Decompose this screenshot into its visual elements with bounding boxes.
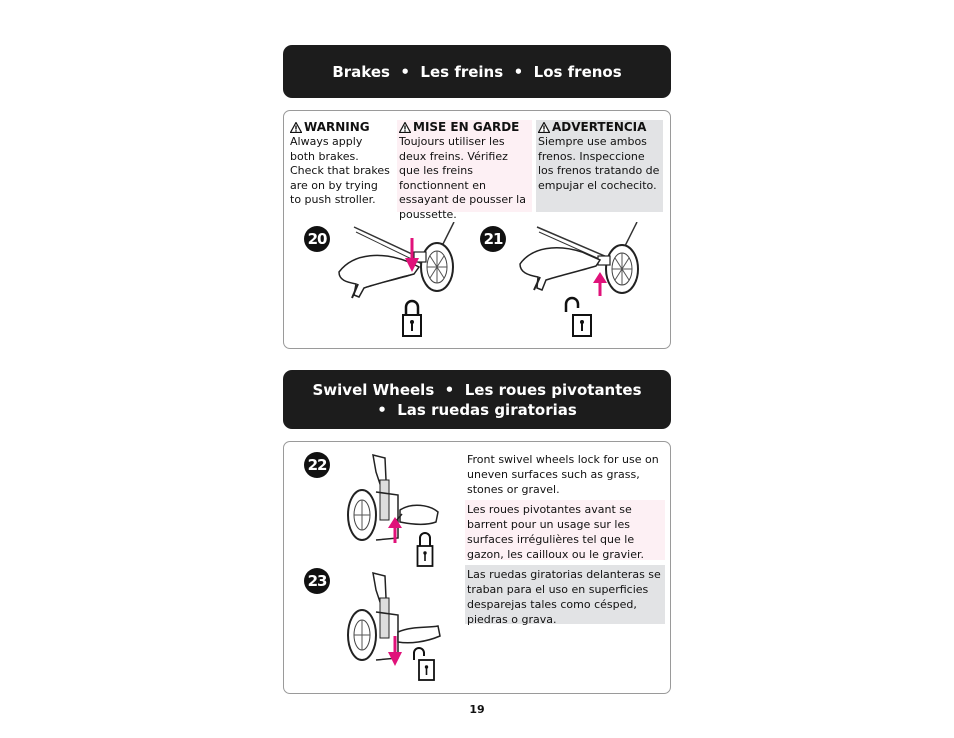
warning-title: ADVERTENCIA <box>552 120 647 134</box>
unlocked-padlock-icon <box>413 647 435 681</box>
step-badge-20: 20 <box>304 226 330 252</box>
locked-padlock-icon <box>402 299 422 337</box>
step-badge-23: 23 <box>304 568 330 594</box>
locked-padlock-icon <box>416 532 434 567</box>
step-badge-22: 22 <box>304 452 330 478</box>
arrow-up-icon <box>593 272 607 296</box>
swivel-unlock-illustration <box>347 571 441 661</box>
warning-text: Siempre use ambos frenos. Inspeccione lo… <box>538 135 660 192</box>
brakes-header: Brakes • Les freins • Los frenos <box>283 45 671 98</box>
warning-triangle-icon <box>538 122 550 133</box>
warning-spanish: ADVERTENCIA Siempre use ambos frenos. In… <box>536 120 663 212</box>
step-badge-21: 21 <box>480 226 506 252</box>
swivel-text-spanish: Las ruedas giratorias delanteras se trab… <box>465 565 665 626</box>
unlocked-padlock-icon <box>564 296 592 337</box>
warning-title: WARNING <box>304 120 370 134</box>
brake-apply-illustration <box>338 222 455 299</box>
brake-release-illustration <box>519 222 639 294</box>
warning-french: MISE EN GARDE Toujours utiliser les deux… <box>397 120 532 221</box>
warning-english: WARNING Always apply both brakes. Check … <box>288 120 392 212</box>
page-number: 19 <box>469 703 485 716</box>
brakes-title: Brakes • Les freins • Los frenos <box>332 62 622 81</box>
swivel-header: Swivel Wheels • Les roues pivotantes • L… <box>283 370 671 429</box>
warning-title: MISE EN GARDE <box>413 120 520 134</box>
warning-triangle-icon <box>399 122 411 133</box>
arrow-down-icon <box>388 636 402 666</box>
swivel-title-line1: Swivel Wheels • Les roues pivotantes <box>312 380 642 399</box>
warning-triangle-icon <box>290 122 302 133</box>
swivel-title-line2: • Las ruedas giratorias <box>377 400 577 419</box>
swivel-text-english: Front swivel wheels lock for use on unev… <box>467 453 659 496</box>
warning-text: Always apply both brakes. Check that bra… <box>290 135 390 207</box>
swivel-text-french: Les roues pivotantes avant se barrent po… <box>465 500 665 561</box>
warning-text: Toujours utiliser les deux freins. Vérif… <box>399 135 526 221</box>
swivel-lock-illustration <box>347 453 439 541</box>
arrow-up-icon <box>388 517 402 543</box>
arrow-down-icon <box>405 238 419 272</box>
